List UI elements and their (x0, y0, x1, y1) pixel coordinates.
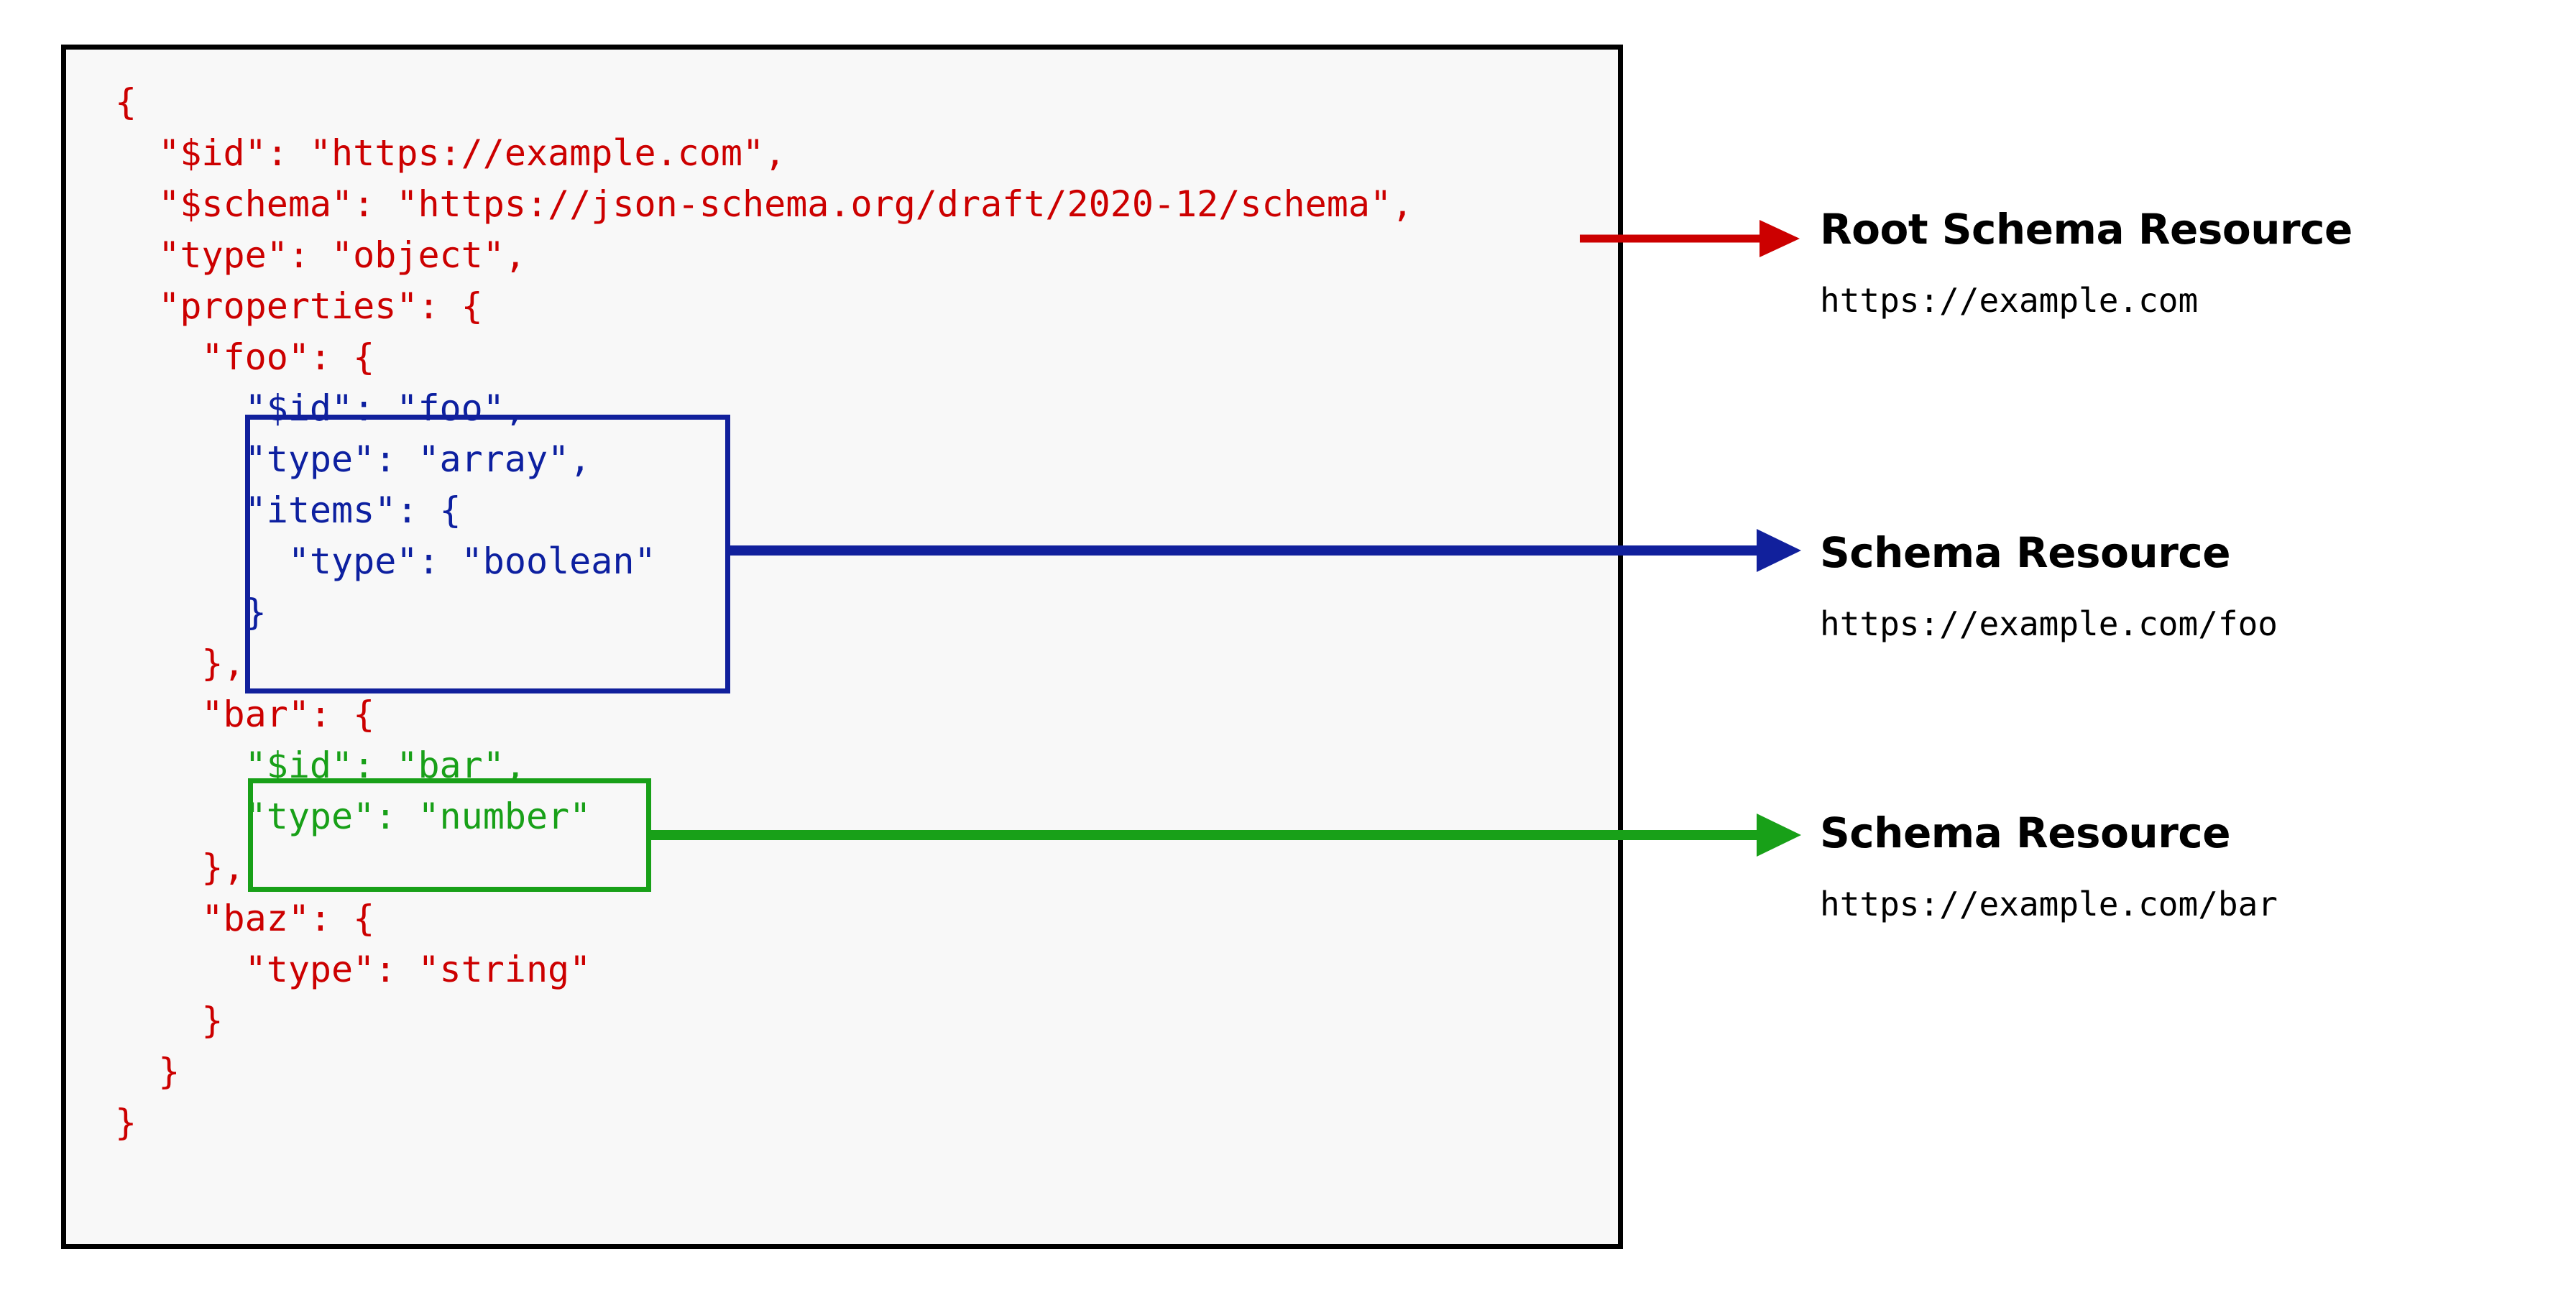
code-line-10: "type": "boolean" (288, 540, 656, 582)
label-uri-root-schema: https://example.com (1820, 281, 2199, 320)
code-line-5: "properties": { (158, 285, 483, 327)
code-line-18: "type": "string" (244, 949, 592, 990)
code-line-3: "$schema": "https://json-schema.org/draf… (158, 183, 1414, 225)
label-uri-bar-schema: https://example.com/bar (1820, 885, 2278, 923)
json-code-block: { "$id": "https://example.com", "$schema… (115, 77, 1413, 1148)
code-line-14: "$id": "bar", (244, 745, 526, 786)
code-line-11: } (244, 591, 267, 633)
json-code-panel: { "$id": "https://example.com", "$schema… (61, 45, 1623, 1249)
code-line-17: "baz": { (201, 898, 375, 939)
code-line-13: "bar": { (201, 693, 375, 735)
code-line-20: } (158, 1051, 180, 1092)
code-line-12: }, (201, 642, 245, 684)
code-line-6: "foo": { (201, 336, 375, 378)
label-title-bar-schema: Schema Resource (1820, 808, 2231, 857)
code-line-4: "type": "object", (158, 234, 526, 276)
code-line-19: } (201, 1000, 224, 1041)
label-group-foo-schema: Schema Resource https://example.com/foo (1820, 530, 2278, 642)
code-line-7: "$id": "foo", (244, 387, 526, 429)
code-line-15: "type": "number" (244, 796, 592, 837)
code-line-16: }, (201, 847, 245, 888)
code-line-21: } (115, 1102, 137, 1143)
code-line-9: "items": { (244, 489, 461, 531)
label-title-root-schema: Root Schema Resource (1820, 205, 2352, 254)
label-uri-foo-schema: https://example.com/foo (1820, 604, 2278, 643)
label-title-foo-schema: Schema Resource (1820, 528, 2231, 577)
code-line-2: "$id": "https://example.com", (158, 132, 786, 174)
label-group-bar-schema: Schema Resource https://example.com/bar (1820, 811, 2278, 923)
code-line-8: "type": "array", (244, 438, 592, 480)
label-group-root-schema: Root Schema Resource https://example.com (1820, 207, 2352, 319)
code-line-1: { (115, 81, 137, 123)
